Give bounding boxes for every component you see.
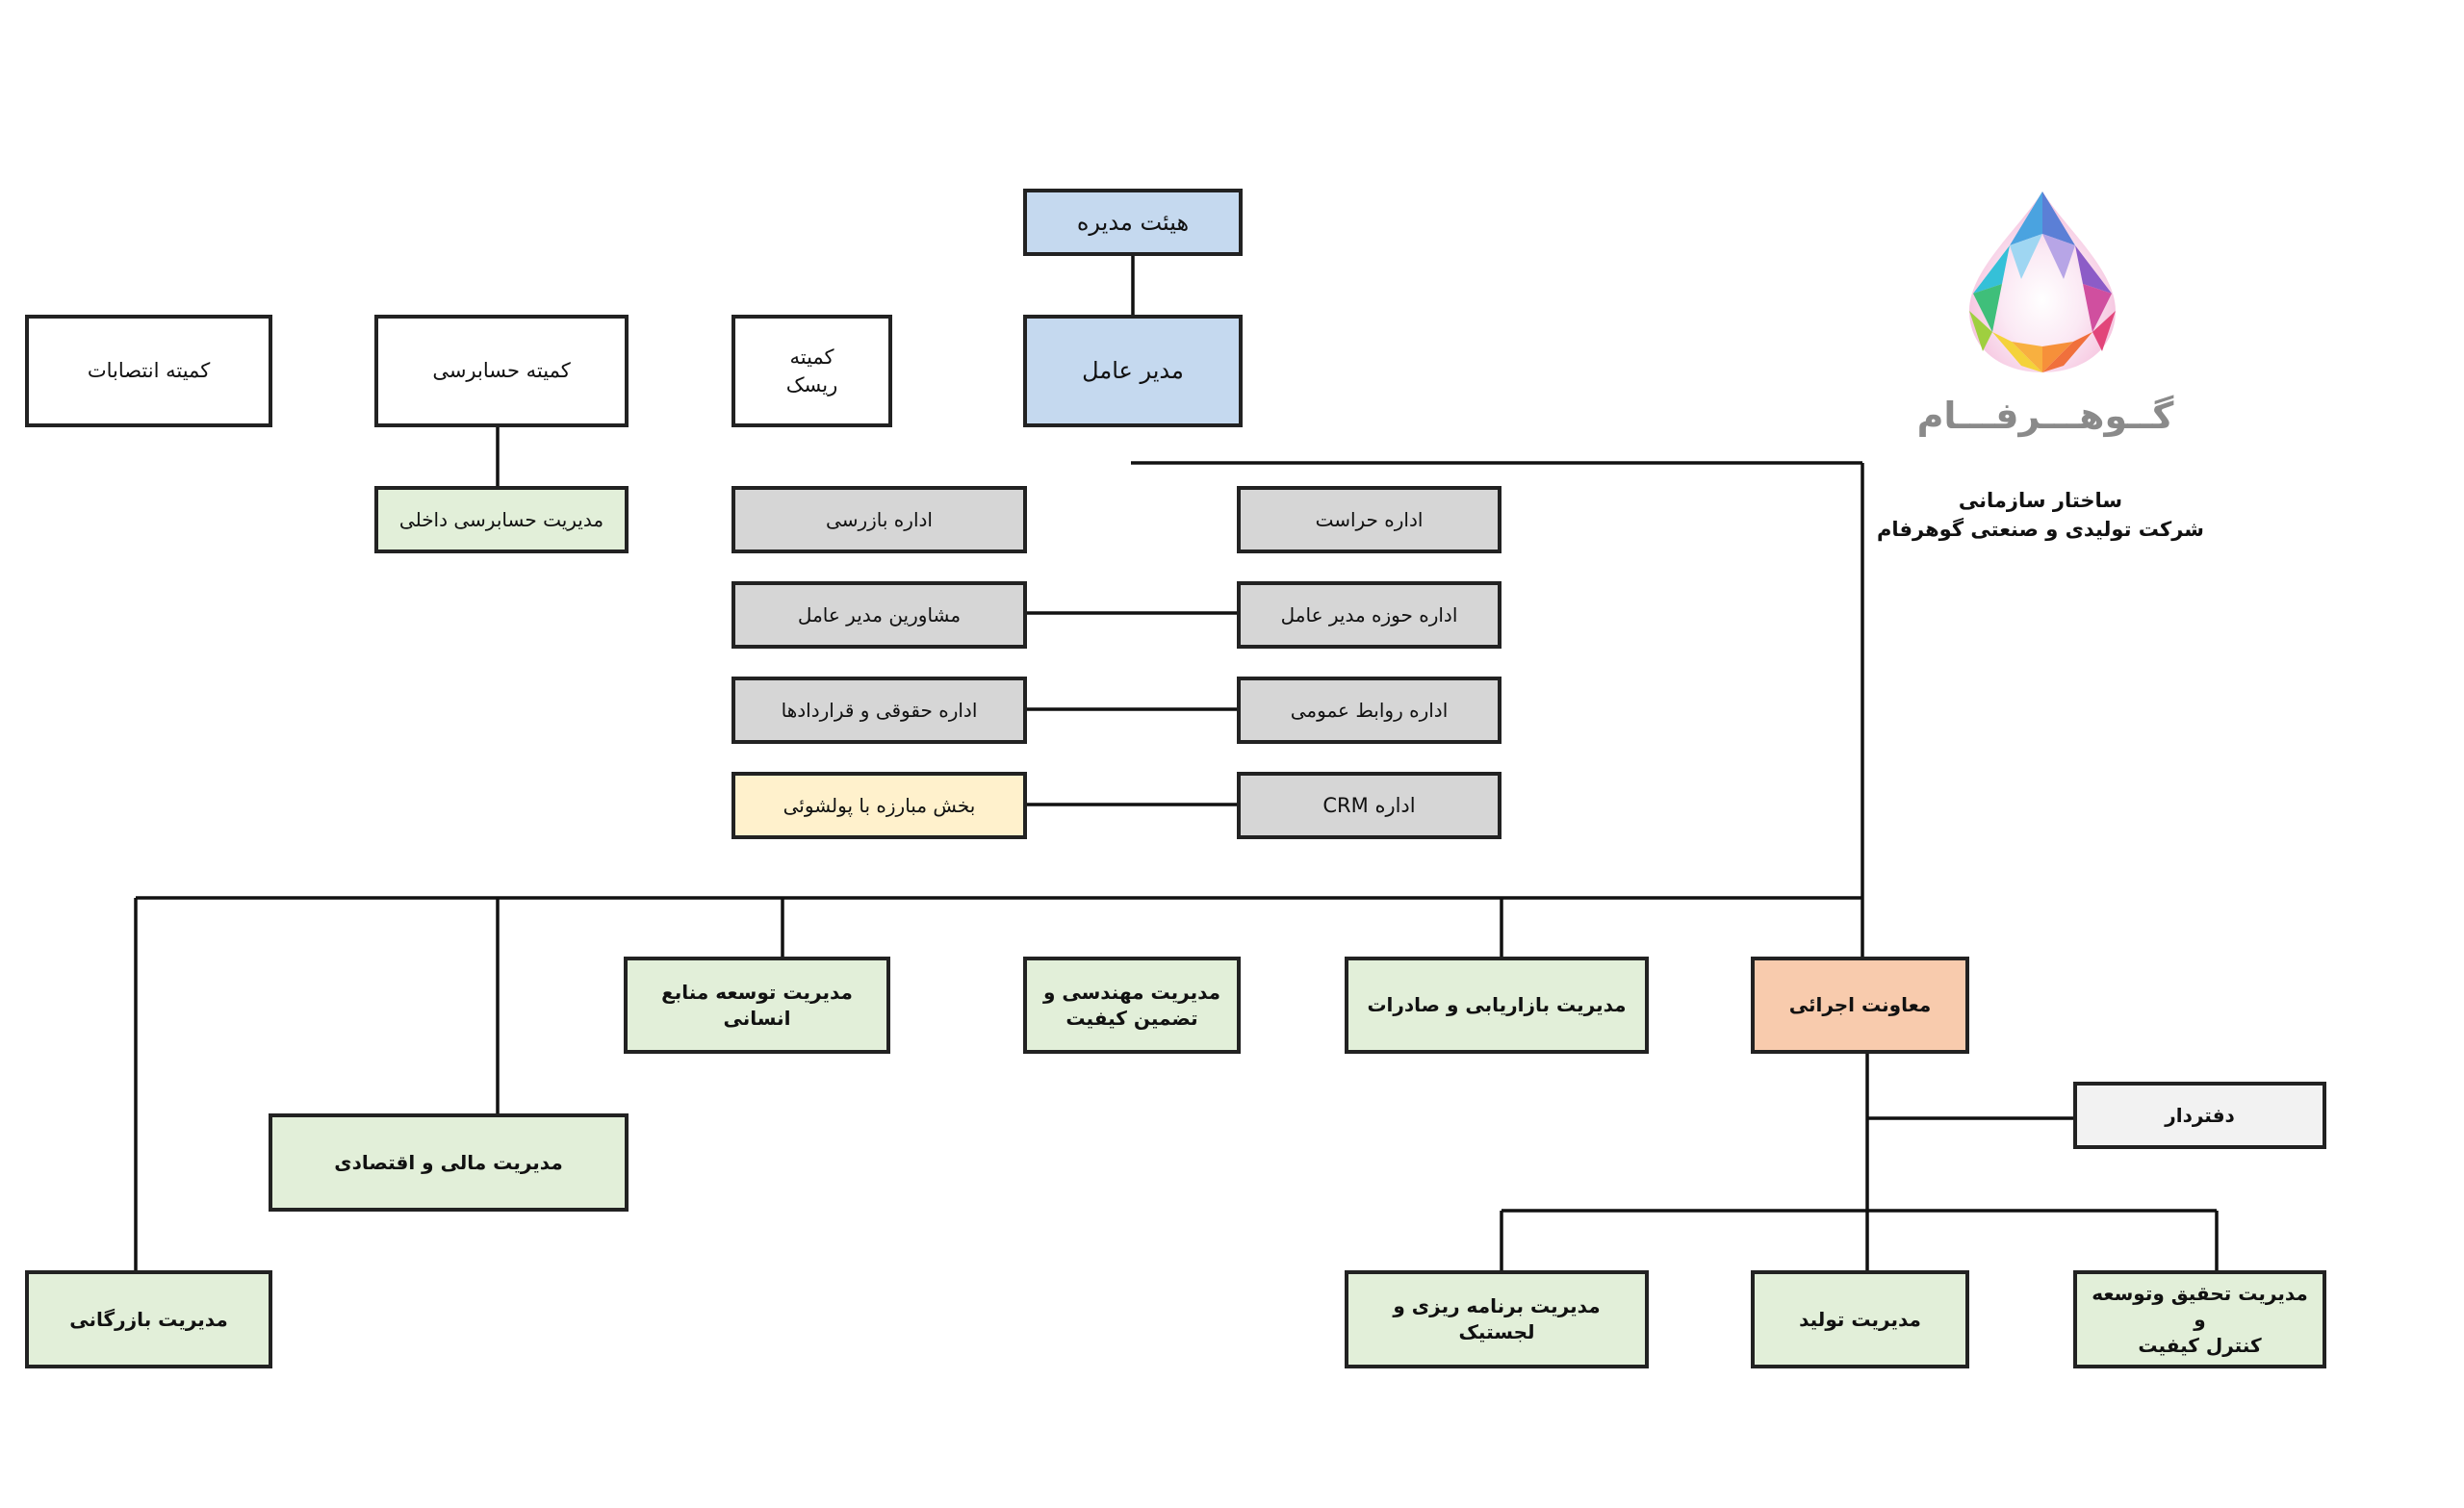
node-hr-label: مدیریت توسعه منابع انسانی [661, 980, 853, 1030]
node-risk-label-2: ریسک [785, 372, 838, 396]
node-appointments-committee[interactable]: کمیته انتصابات [25, 315, 272, 427]
node-appointments-label: کمیته انتصابات [87, 359, 211, 383]
node-money-laundering[interactable]: بخش مبارزه با پولشوئی [732, 772, 1027, 839]
node-executive-deputy-label: معاونت اجرائی [1788, 993, 1932, 1016]
node-ceo-office-label: اداره حوزه مدیر عامل [1280, 602, 1458, 626]
node-ceo-label: مدیر عامل [1082, 357, 1184, 385]
diamond-drop-logo-icon [1969, 192, 2116, 372]
node-production-label: مدیریت تولید [1799, 1307, 1921, 1331]
node-crm-label: اداره CRM [1322, 793, 1416, 817]
node-security-label: اداره حراست [1315, 507, 1424, 531]
node-marketing[interactable]: مدیریت بازاریابی و صادرات [1345, 957, 1649, 1054]
node-board[interactable]: هیئت مدیره [1023, 189, 1243, 256]
node-planning-logistics-label: مدیریت برنامه ریزی و لجستیک [1393, 1294, 1601, 1343]
node-commerce-label: مدیریت بازرگانی [69, 1307, 228, 1331]
node-planning-logistics[interactable]: مدیریت برنامه ریزی و لجستیک [1345, 1270, 1649, 1368]
node-engineering-label-1: مدیریت مهندسی و [1042, 980, 1221, 1004]
node-ceo-advisors[interactable]: مشاورین مدیر عامل [732, 581, 1027, 649]
node-board-label: هیئت مدیره [1076, 208, 1190, 236]
node-internal-audit-label: مدیریت حسابرسی داخلی [398, 507, 604, 531]
node-executive-deputy[interactable]: معاونت اجرائی [1751, 957, 1969, 1054]
node-production[interactable]: مدیریت تولید [1751, 1270, 1969, 1368]
node-marketing-label: مدیریت بازاریابی و صادرات [1367, 993, 1627, 1016]
node-crm[interactable]: اداره CRM [1237, 772, 1502, 839]
node-security[interactable]: اداره حراست [1237, 486, 1502, 553]
node-audit-committee[interactable]: کمیته حسابرسی [374, 315, 629, 427]
node-risk-committee[interactable]: کمیته ریسک [732, 315, 892, 427]
node-ceo-advisors-label: مشاورین مدیر عامل [797, 602, 962, 626]
title-line-2: شرکت تولیدی و صنعتی گوهرفام [1877, 518, 2204, 542]
logo-wordmark: گــوهـــرفـــام [1916, 395, 2174, 437]
title-line-1: ساختار سازمانی [1958, 489, 2123, 512]
node-inspection-label: اداره بازرسی [826, 507, 933, 531]
node-engineering[interactable]: مدیریت مهندسی و تضمین کیفیت [1023, 957, 1241, 1054]
node-rnd-label-1: مدیریت تحقیق وتوسعه و [2092, 1281, 2308, 1331]
node-inspection[interactable]: اداره بازرسی [732, 486, 1027, 553]
node-rnd[interactable]: مدیریت تحقیق وتوسعه و کنترل کیفیت [2073, 1270, 2326, 1368]
node-public-relations[interactable]: اداره روابط عمومی [1237, 677, 1502, 744]
page-title: ساختار سازمانی شرکت تولیدی و صنعتی گوهرف… [1858, 486, 2223, 545]
node-money-laundering-label: بخش مبارزه با پولشوئی [783, 793, 976, 817]
node-ceo[interactable]: مدیر عامل [1023, 315, 1243, 427]
node-finance-label: مدیریت مالی و اقتصادی [334, 1150, 563, 1174]
node-secretariat[interactable]: دفتردار [2073, 1082, 2326, 1149]
node-legal[interactable]: اداره حقوقی و قراردادها [732, 677, 1027, 744]
node-legal-label: اداره حقوقی و قراردادها [781, 698, 978, 722]
node-public-relations-label: اداره روابط عمومی [1290, 698, 1449, 722]
node-rnd-label-2: کنترل کیفیت [2138, 1333, 2262, 1357]
node-engineering-label-2: تضمین کیفیت [1065, 1006, 1198, 1030]
node-commerce[interactable]: مدیریت بازرگانی [25, 1270, 272, 1368]
node-risk-label-1: کمیته [789, 345, 834, 370]
node-internal-audit[interactable]: مدیریت حسابرسی داخلی [374, 486, 629, 553]
node-finance[interactable]: مدیریت مالی و اقتصادی [269, 1113, 629, 1212]
node-hr[interactable]: مدیریت توسعه منابع انسانی [624, 957, 890, 1054]
node-secretariat-label: دفتردار [2165, 1103, 2235, 1127]
node-ceo-office[interactable]: اداره حوزه مدیر عامل [1237, 581, 1502, 649]
node-audit-committee-label: کمیته حسابرسی [432, 359, 571, 383]
